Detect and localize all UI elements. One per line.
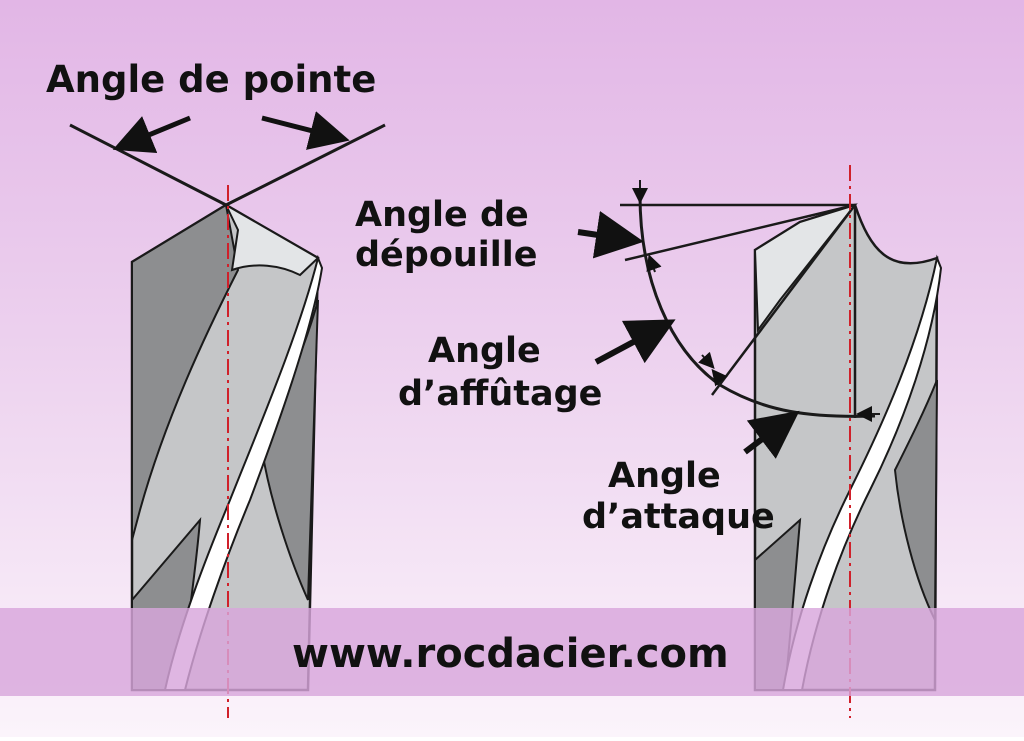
watermark-banner [0,608,1024,696]
sharpening-line [711,204,856,396]
sharpening-angle-label-line1: Angle [428,331,541,371]
watermark-url: www.rocdacier.com [292,631,729,677]
right-drill-dark-land-right [893,379,938,621]
clearance-angle-label-line2: dépouille [355,235,538,275]
rake-angle-arrow [743,410,800,459]
point-angle-line-right [225,123,386,207]
label-arrows [112,111,800,459]
rake-angle-label-line1: Angle [608,456,721,496]
clearance-line [624,203,856,262]
left-drill [69,123,386,718]
left-drill-cutting-face [223,202,320,277]
point-angle-arrow-right [261,111,350,150]
point-angle-label: Angle de pointe [46,58,376,101]
point-angle-line-left [69,123,227,207]
right-drill [620,165,943,718]
point-angle-arrow-left [112,115,191,154]
arc-tick-sharpening-1 [698,351,715,369]
sharpening-angle-label-line2: d’affûtage [398,374,602,414]
left-drill-dark-land-upper [131,203,240,541]
sharpening-angle-arrow [594,319,676,365]
arc-tick-sharpening-2 [711,368,728,387]
clearance-angle-label-line1: Angle de [355,195,529,235]
rake-angle-label-line2: d’attaque [582,497,775,537]
arc-tick-clearance [646,254,662,273]
clearance-angle-arrow [577,210,644,259]
